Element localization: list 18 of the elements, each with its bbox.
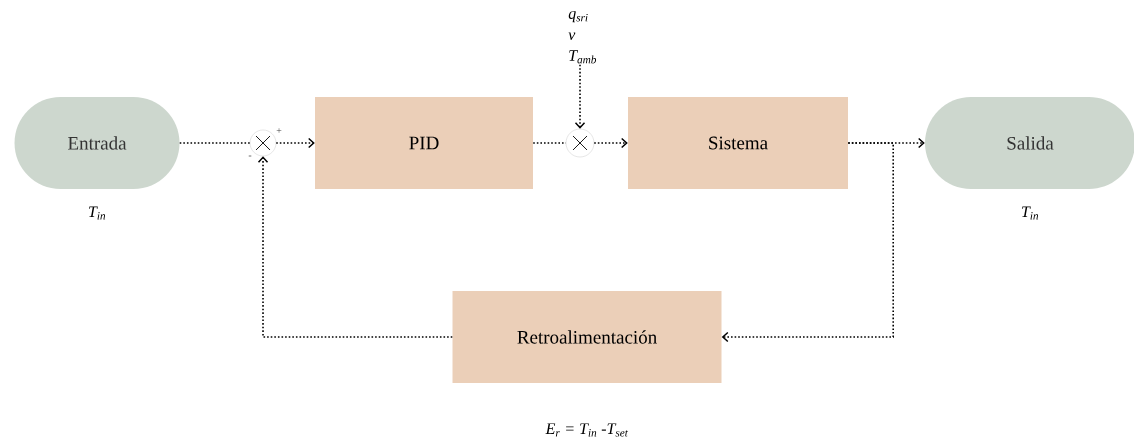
arrow [593,137,628,149]
arrow [275,137,315,149]
block-box: PID [315,97,533,189]
terminal-box: Entrada [14,97,180,189]
input-text: q$_{sri}$ v T$_{amb}$ [568,11,597,64]
variable-label: T$_{in}$ [1022,206,1039,220]
block-box: Retroalimentación [452,291,722,383]
terminal-box: Salida [925,97,1134,189]
arrow [721,142,894,343]
variable-label: T$_{in}$ [89,206,106,220]
block-box: Sistema [628,97,848,189]
variable-label: E$_{r}$ = T$_{in}$ -T$_{set}$ [545,423,629,437]
sign-label: + [276,128,282,133]
summing-junction [249,129,277,157]
sign-label: - [248,155,252,157]
arrow [257,156,454,338]
arrow [574,63,586,129]
multiplier-junction [565,128,595,158]
